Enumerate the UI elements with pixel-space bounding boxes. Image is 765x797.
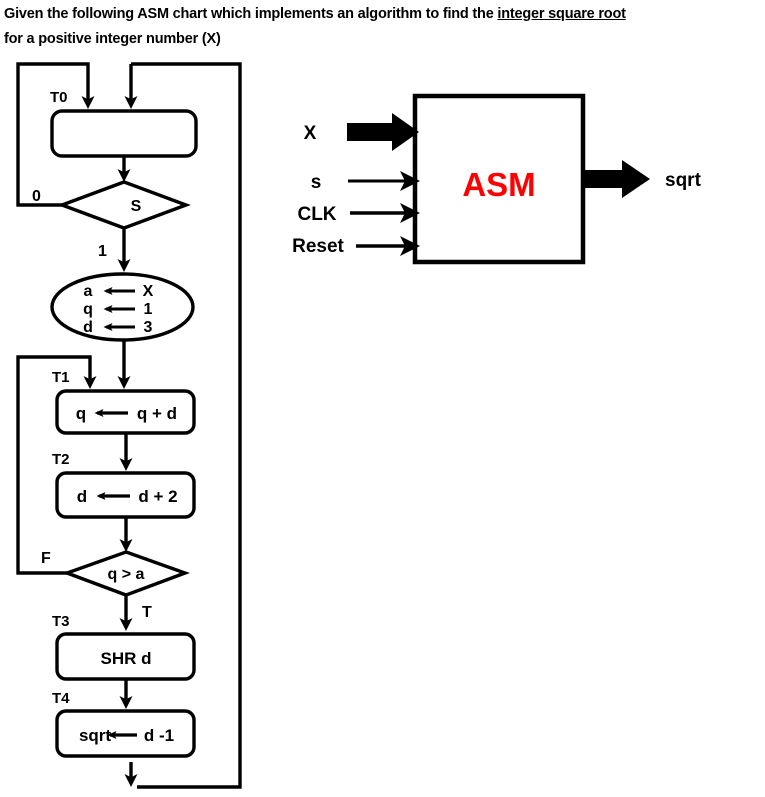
state-box-T0[interactable] xyxy=(50,109,198,158)
T2-src: d + 2 xyxy=(138,487,177,506)
oval-row-0-src: X xyxy=(143,283,154,300)
state-box-T3-content: SHR d xyxy=(101,649,152,668)
input-label-CLK: CLK xyxy=(297,204,336,225)
prompt-text: Given the following ASM chart which impl… xyxy=(4,2,762,52)
decision-S-true-label: 1 xyxy=(98,243,107,260)
state-label-T3: T3 xyxy=(52,613,70,630)
input-label-Reset: Reset xyxy=(292,236,344,257)
T1-src: q + d xyxy=(137,404,177,423)
state-label-T1: T1 xyxy=(52,369,70,386)
outer-return-rail xyxy=(124,62,242,789)
prompt-line2: for a positive integer number (X) xyxy=(4,31,221,47)
decision-q-gt-a-true-label: T xyxy=(142,604,152,621)
branch-s-false-path xyxy=(16,62,95,207)
prompt-line1-emphasis: integer square root xyxy=(497,6,626,22)
asm-block-label: ASM xyxy=(462,166,535,203)
decision-S[interactable] xyxy=(57,180,191,230)
output-label-sqrt: sqrt xyxy=(665,170,702,191)
asm-block-diagram: ASM X s CLK Reset xyxy=(292,93,702,265)
oval-row-2: d 3 xyxy=(83,319,152,336)
decision-q-gt-a-text: q > a xyxy=(108,566,145,583)
state-label-T2: T2 xyxy=(52,451,70,468)
input-label-s: s xyxy=(311,172,322,193)
input-label-X: X xyxy=(304,123,317,144)
asm-flowchart: T0 S 0 1 a X q 1 xyxy=(16,62,242,789)
T4-dest: sqrt xyxy=(79,726,111,745)
prompt-line1-part1: Given the following ASM chart which impl… xyxy=(4,6,498,22)
oval-row-1-src: 1 xyxy=(144,301,153,318)
state-box-T4-content: sqrt d -1 xyxy=(79,726,174,745)
decision-S-text: S xyxy=(131,198,142,215)
state-box-T2-content: d d + 2 xyxy=(77,487,178,506)
branch-qa-false-path xyxy=(16,355,97,575)
input-arrow-s xyxy=(348,171,420,191)
decision-q-gt-a-false-label: F xyxy=(41,550,51,567)
T2-dest: d xyxy=(77,487,87,506)
state-label-T0: T0 xyxy=(50,89,68,106)
input-arrow-CLK xyxy=(350,203,420,223)
oval-row-0: a X xyxy=(84,283,154,300)
input-arrow-Reset xyxy=(356,236,420,256)
oval-row-2-dest: d xyxy=(83,319,93,336)
state-label-T4: T4 xyxy=(52,690,70,707)
oval-row-1: q 1 xyxy=(83,301,152,318)
T4-src: d -1 xyxy=(144,726,174,745)
oval-row-2-src: 3 xyxy=(144,319,153,336)
output-bus-arrow-sqrt xyxy=(581,160,650,198)
decision-S-false-label: 0 xyxy=(32,188,41,205)
oval-row-1-dest: q xyxy=(83,301,93,318)
state-box-T1-content: q q + d xyxy=(76,404,177,423)
input-bus-arrow-X xyxy=(347,113,419,151)
T1-dest: q xyxy=(76,404,86,423)
conditional-output-oval[interactable] xyxy=(50,272,195,342)
oval-row-0-dest: a xyxy=(84,283,93,300)
